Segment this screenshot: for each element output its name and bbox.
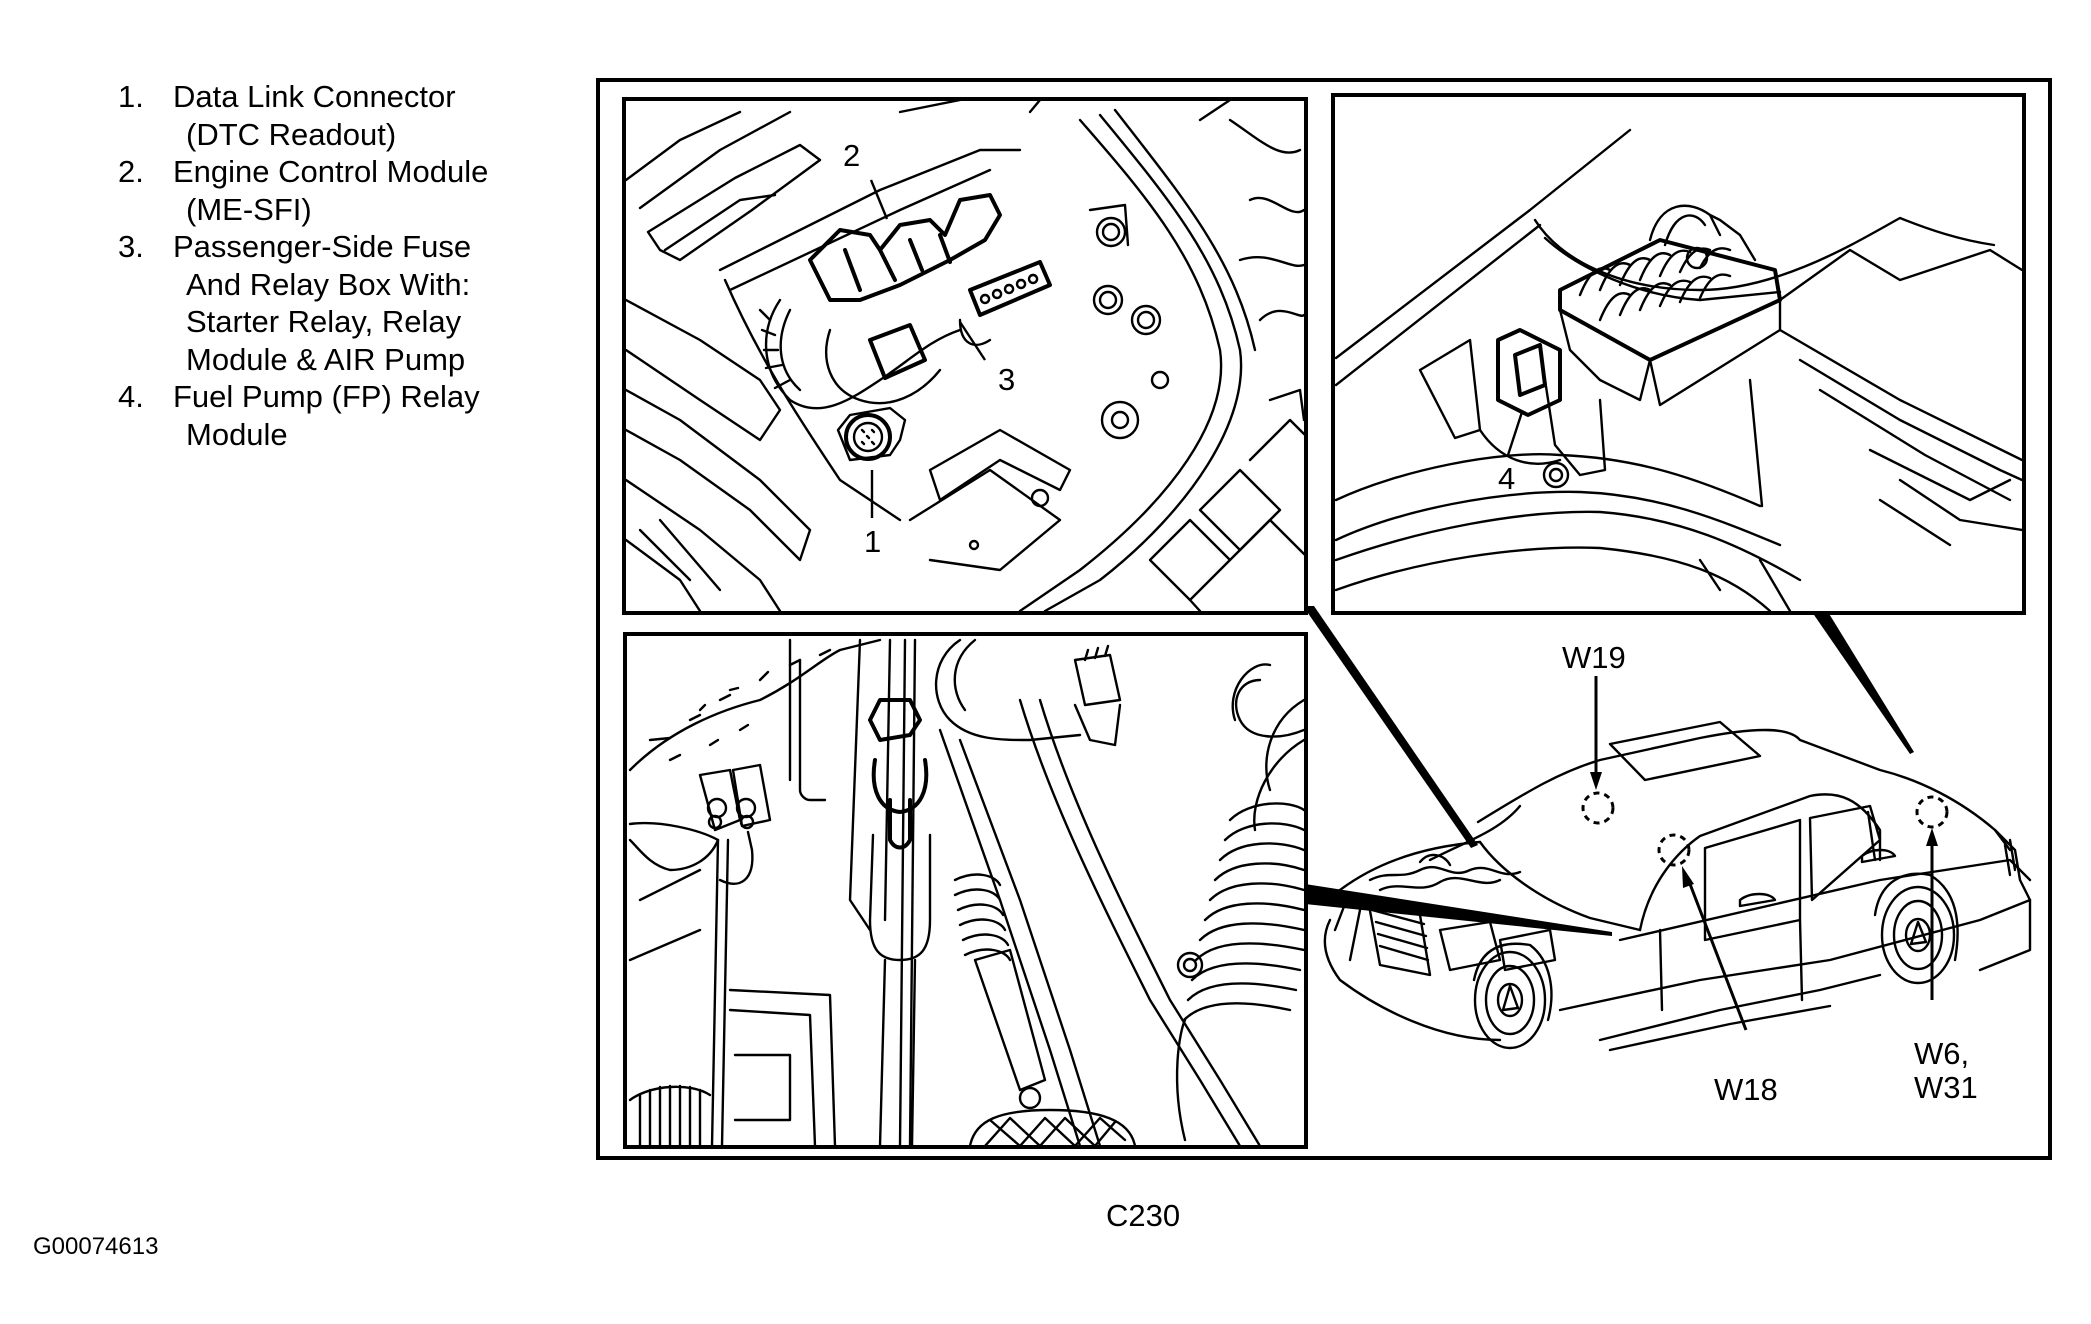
legend-label-continued: Module & AIR Pump xyxy=(186,341,466,377)
component-legend: 1. Data Link Connector (DTC Readout) 2. … xyxy=(118,78,488,453)
legend-number: 1. xyxy=(118,79,144,114)
legend-number: 4. xyxy=(118,379,144,414)
legend-label-continued: Starter Relay, Relay xyxy=(186,304,462,339)
figure-frame xyxy=(596,78,2052,1160)
pointer-wedge-underhood xyxy=(1305,884,1612,936)
figure-id: G00074613 xyxy=(33,1233,159,1260)
ground-marker-w6-w31 xyxy=(1915,795,1949,829)
ground-label-w18: W18 xyxy=(1714,1072,1778,1107)
pointer-wedge-fuse-box xyxy=(1812,612,1914,754)
callout-4: 4 xyxy=(1498,461,1515,496)
legend-item-fuse-relay-box: 3. Passenger-Side Fuse And Relay Box Wit… xyxy=(118,228,488,378)
legend-label: Engine Control Module xyxy=(173,154,489,189)
legend-item-engine-control-module: 2. Engine Control Module (ME-SFI) xyxy=(118,153,488,228)
pointer-wedge-engine-bay xyxy=(1303,606,1478,848)
callout-leader-2 xyxy=(869,179,889,220)
ground-label-w6: W6, xyxy=(1914,1036,1969,1071)
inset-underhood-detail xyxy=(623,632,1308,1149)
arrow-w18 xyxy=(1682,866,1748,1031)
legend-number: 3. xyxy=(118,229,144,264)
ground-marker-w19 xyxy=(1581,791,1615,825)
callout-leader-4 xyxy=(1506,411,1524,456)
vehicle-view: W19 W18 W6, W31 xyxy=(1303,606,2032,1107)
legend-label: Passenger-Side Fuse xyxy=(173,229,472,264)
ground-label-w19: W19 xyxy=(1562,640,1626,675)
legend-label: Data Link Connector xyxy=(173,79,456,114)
underhood-illustration xyxy=(628,638,1304,1145)
callout-leader-3 xyxy=(958,321,987,361)
callout-3: 3 xyxy=(998,362,1015,397)
arrow-w19 xyxy=(1590,676,1602,790)
ground-label-w31: W31 xyxy=(1914,1070,1978,1105)
callout-1: 1 xyxy=(864,524,881,559)
fuse-box-illustration xyxy=(1335,128,2022,611)
callout-2: 2 xyxy=(843,138,860,173)
arrow-w6-w31 xyxy=(1926,828,1938,1000)
legend-label-continued: Module xyxy=(186,416,288,452)
legend-label-continued: And Relay Box With: xyxy=(186,266,471,302)
legend-item-data-link-connector: 1. Data Link Connector (DTC Readout) xyxy=(118,78,488,153)
ground-marker-w18 xyxy=(1657,833,1691,867)
figure-caption: C230 xyxy=(1106,1198,1181,1233)
legend-label-continued: (ME-SFI) xyxy=(186,191,312,227)
engine-bay-illustration xyxy=(626,101,1304,611)
legend-item-fuel-pump-relay: 4. Fuel Pump (FP) Relay Module xyxy=(118,378,488,453)
legend-label: Fuel Pump (FP) Relay xyxy=(173,379,480,414)
legend-label-continued: (DTC Readout) xyxy=(186,116,397,152)
inset-engine-bay: 2 3 1 xyxy=(622,97,1308,615)
inset-fuse-box: 4 xyxy=(1331,93,2026,615)
legend-number: 2. xyxy=(118,154,144,189)
car-illustration xyxy=(1323,720,2032,1052)
